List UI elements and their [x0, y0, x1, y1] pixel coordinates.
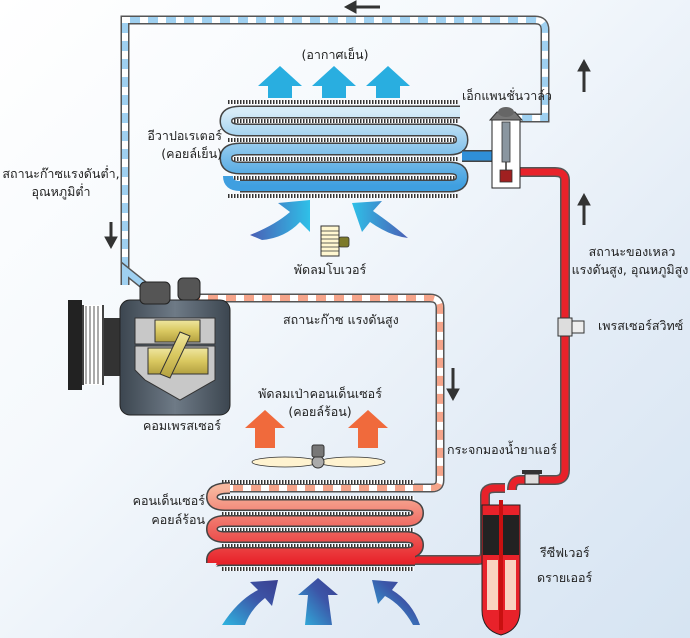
compressor — [68, 277, 231, 416]
flow-arrow-down-icon — [446, 368, 460, 402]
cool-air-label: (อากาศเย็น) — [301, 47, 369, 62]
evaporator-coil — [219, 100, 505, 198]
condenser-fan-label-line2: (คอยล์ร้อน) — [288, 404, 352, 419]
hot-air-arrows — [245, 410, 388, 448]
receiver-drier-label-line1: รีซีฟเวอร์ — [540, 545, 590, 560]
blower-fan-label: พัดลมโบเวอร์ — [293, 262, 367, 277]
high-pressure-gas-pipe — [190, 293, 445, 493]
expansion-valve — [488, 107, 524, 189]
condenser-coil — [205, 480, 425, 571]
sight-glass-label: กระจกมองน้ำยาแอร์ — [447, 442, 557, 457]
high-pressure-liquid-label-line1: สถานะของเหลว — [588, 244, 676, 259]
evaporator-label-line1: อีวาปอเรเตอร์ — [147, 128, 222, 143]
flow-arrow-up-icon — [577, 192, 591, 225]
evaporator-intake-arrows — [250, 200, 408, 240]
expansion-valve-label: เอ็กแพนชั่นวาล์ว — [462, 88, 552, 103]
high-pressure-gas-label: สถานะก๊าซ แรงดันสูง — [283, 312, 399, 327]
high-pressure-liquid-pipe — [415, 167, 570, 565]
receiver-drier-label-line2: ดรายเออร์ — [537, 570, 593, 585]
high-pressure-liquid-label-line2: แรงดันสูง, อุณหภูมิสูง — [571, 262, 689, 277]
low-pressure-gas-label-line2: อุณหภูมิต่ำ — [31, 184, 91, 199]
condenser-fan-label-line1: พัดลมเป่าคอนเด็นเซอร์ — [258, 386, 382, 401]
flow-arrow-down-icon — [104, 222, 118, 250]
condenser-label-line1: คอนเด็นเซอร์ — [132, 493, 205, 508]
condenser-fan — [251, 444, 386, 469]
low-pressure-gas-label-line1: สถานะก๊าซแรงดันต่ำ, — [2, 166, 120, 181]
condenser-intake-arrows — [222, 578, 420, 625]
compressor-label: คอมเพรสเซอร์ — [143, 418, 221, 433]
pressure-switch-label: เพรสเซอร์สวิทซ์ — [598, 318, 684, 333]
flow-direction-arrows — [104, 0, 591, 402]
sight-glass — [522, 470, 542, 485]
receiver-drier — [481, 500, 521, 636]
cool-air-arrows — [258, 66, 410, 98]
evaporator-label-line2: (คอยล์เย็น) — [161, 146, 222, 161]
flow-arrow-left-icon — [343, 0, 380, 14]
blower-fan — [320, 225, 350, 257]
pressure-switch — [557, 317, 585, 337]
flow-arrow-up-icon — [577, 58, 591, 92]
condenser-label-line2: คอยล์ร้อน — [151, 512, 205, 527]
